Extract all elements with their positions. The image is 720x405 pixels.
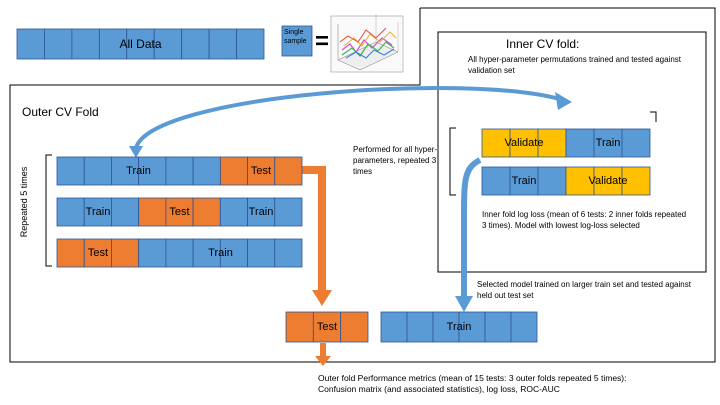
outer-row3-cell (165, 238, 194, 268)
outer-row2-cell (56, 197, 85, 227)
all-data-strip-cell (236, 28, 265, 60)
inner-row2-cell (593, 166, 623, 196)
test-holdout-arrow-head (312, 290, 332, 306)
outer-row2-cell (83, 197, 112, 227)
outer-row2-cell (219, 197, 248, 227)
outer-row2-cell (192, 197, 221, 227)
final-test-cell (340, 311, 369, 343)
outer-cv-title: Outer CV Fold (22, 105, 99, 119)
outer-row2-test-label: Test (169, 206, 190, 218)
outer-row2-train-a-label: Train (85, 206, 111, 218)
outer-row2-cell (274, 197, 303, 227)
all-data-strip-cell (16, 28, 45, 60)
cells-layer (16, 25, 651, 343)
all-data-strip-cell (44, 28, 73, 60)
final-test-cell (285, 311, 314, 343)
selected-model-arrow-head (455, 296, 473, 312)
final-train-label: Train (446, 321, 472, 333)
inner-row1-cell (537, 128, 567, 158)
equals-sign: = (315, 28, 330, 55)
inner-row1-cell (593, 128, 623, 158)
outer-row1-test-label: Test (250, 165, 272, 177)
performed-note: Performed for all hyper-parameters, repe… (353, 145, 438, 176)
outer-row1-cell (274, 156, 303, 186)
single-sample-label: Single sample (284, 29, 307, 45)
all-data-strip-cell (98, 28, 128, 60)
inner-cv-frame (437, 31, 707, 273)
outer-row3-train-label: Train (208, 247, 233, 259)
outer-row1-cell (138, 156, 167, 186)
inner-row2-cell (621, 166, 651, 196)
metrics-line-2: Confusion matrix (and associated statist… (318, 384, 560, 394)
inner-row2-cell (537, 166, 567, 196)
outer-row3-cell (219, 238, 248, 268)
inner-row2-validate-label: Validate (588, 175, 628, 187)
feedback-arrow-head-bottom (129, 146, 143, 158)
final-test-cell (312, 311, 342, 343)
final-train-cell (484, 311, 512, 343)
inner-row2-cell (481, 166, 511, 196)
inner-row1-cell (509, 128, 539, 158)
metrics-line-1: Outer fold Performance metrics (mean of … (318, 373, 627, 383)
outer-row3-test-label: Test (87, 247, 109, 259)
outer-row1-cell (192, 156, 221, 186)
outer-row2-cell (247, 197, 276, 227)
selected-model-arrow (461, 157, 482, 298)
outer-frame (9, 7, 716, 363)
outer-row3-cell (56, 238, 85, 268)
all-data-strip-cell (71, 28, 100, 60)
inner-row1-validate-label: Validate (504, 137, 544, 149)
inner-row2-cell (565, 166, 595, 196)
3d-surface-plot-icon (330, 14, 404, 73)
inner-options-bracket (650, 111, 657, 122)
inner-repeat-bracket (449, 127, 456, 196)
inner-row2-train-label: Train (511, 175, 537, 187)
all-data-strip-cell (153, 28, 183, 60)
outer-row1-cell (247, 156, 276, 186)
inner-cv-description: All hyper-parameter permutations trained… (468, 55, 682, 75)
feedback-arrow-curve (134, 86, 564, 149)
outer-row2-cell (165, 197, 194, 227)
outer-row3-cell (83, 238, 112, 268)
outer-row1-cell (56, 156, 85, 186)
all-data-label: All Data (119, 37, 162, 51)
final-test-label: Test (316, 321, 338, 333)
final-train-cell (432, 311, 460, 343)
outer-row2-train-b-label: Train (248, 206, 274, 218)
outer-row3-cell (138, 238, 167, 268)
all-data-strip-cell (126, 28, 155, 60)
final-train-cell (406, 311, 434, 343)
selected-model-note: Selected model trained on larger train s… (477, 280, 691, 300)
final-train-cell (380, 311, 408, 343)
metrics-arrow-shaft (320, 343, 326, 357)
test-holdout-arrow (302, 166, 326, 292)
inner-cv-title: Inner CV fold: (506, 37, 580, 51)
outer-repeat-bracket (45, 154, 52, 267)
feedback-arrow-head-top (555, 92, 572, 110)
outer-row3-cell (274, 238, 303, 268)
inner-row1-cell (621, 128, 651, 158)
outer-row1-cell (219, 156, 248, 186)
inner-row1-cell (481, 128, 511, 158)
final-train-cell (510, 311, 538, 343)
inner-row1-train-label: Train (595, 137, 621, 149)
single-sample-cell-cell (281, 25, 313, 57)
all-data-strip-cell (208, 28, 237, 60)
outer-row1-train-label: Train (126, 165, 151, 177)
metrics-arrow-head (315, 356, 331, 366)
outer-row1-cell (165, 156, 194, 186)
inner-log-loss-note: Inner fold log loss (mean of 6 tests: 2 … (482, 210, 687, 230)
outer-row3-cell (192, 238, 221, 268)
repeated-label: Repeated 5 times (19, 166, 29, 238)
